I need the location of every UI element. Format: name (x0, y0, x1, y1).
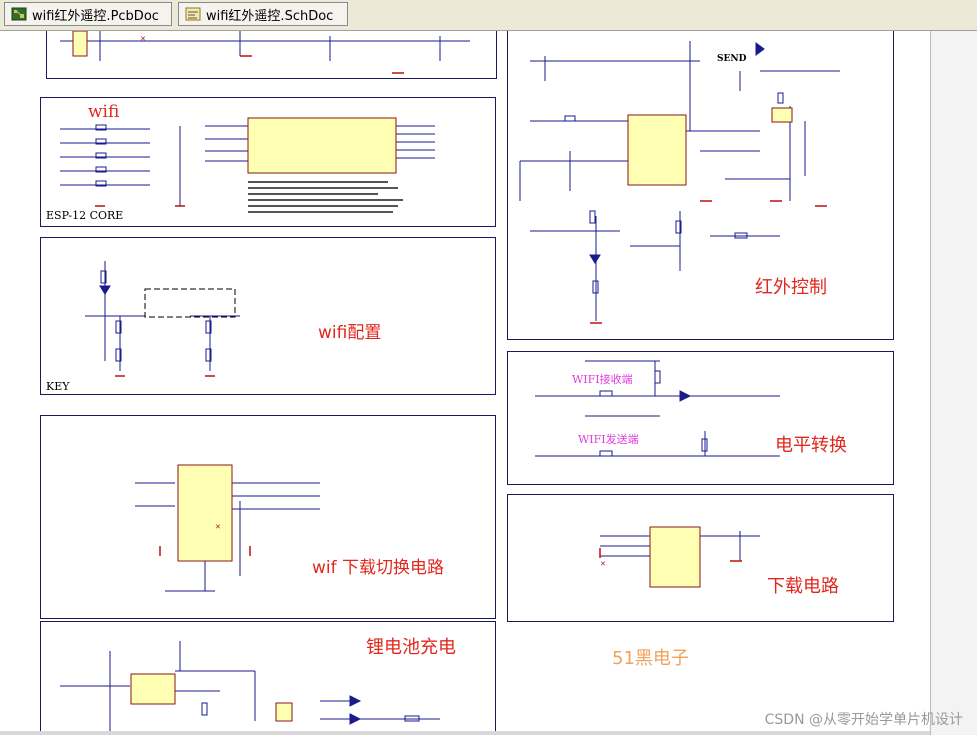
right-panel-strip (930, 31, 977, 735)
key-label: KEY (46, 380, 70, 393)
tab-sch-doc[interactable]: wifi红外遥控.SchDoc (178, 2, 348, 26)
schematic-wiring: ✕ ✕ ✕ (60, 31, 840, 731)
sheet-ir (507, 31, 894, 340)
svg-text:✕: ✕ (215, 523, 221, 531)
wifi-rx-note: WIFI接收端 (572, 373, 633, 386)
ir-sheet-title: 红外控制 (755, 277, 827, 298)
sheet-download-switch (40, 415, 496, 619)
svg-text:✕: ✕ (600, 560, 606, 568)
wifi-tx-note: WIFI发送端 (578, 433, 639, 446)
sheet-download (507, 494, 894, 622)
schematic-document-icon (185, 7, 201, 21)
sheet-power (46, 31, 497, 79)
watermark: CSDN @从零开始学单片机设计 (764, 712, 963, 728)
key-sheet-title: wifi配置 (318, 323, 382, 343)
esp12-module-body (247, 117, 397, 174)
battery-connector-body (275, 702, 293, 722)
sheet-wifi (40, 97, 496, 227)
charger-ic-body (130, 673, 176, 705)
power-connector-body (72, 31, 88, 57)
tab-sch-label: wifi红外遥控.SchDoc (206, 8, 334, 24)
ir-receiver-body (771, 107, 793, 123)
brand-label: 51黑电子 (612, 648, 689, 669)
sheet-level-shift (507, 351, 894, 485)
sheet-key (40, 237, 496, 395)
switch-ic-body (177, 464, 233, 562)
tab-pcb-label: wifi红外遥控.PcbDoc (32, 8, 159, 24)
download-sheet-title: 下载电路 (767, 576, 839, 597)
esp12-core-label: ESP-12 CORE (46, 209, 124, 222)
ir-mcu-body (627, 114, 687, 186)
level-sheet-title: 电平转换 (775, 435, 847, 456)
document-tab-bar: wifi红外遥控.PcbDoc wifi红外遥控.SchDoc (0, 0, 977, 31)
wifi-sheet-title: wifi (88, 102, 120, 122)
pcb-document-icon (11, 7, 27, 21)
switch-sheet-title: wif 下载切换电路 (312, 558, 445, 578)
svg-text:✕: ✕ (140, 35, 146, 43)
horizontal-scrollbar[interactable] (0, 731, 930, 735)
download-ic-body (649, 526, 701, 588)
send-label: SEND (717, 54, 747, 64)
battery-sheet-title: 锂电池充电 (366, 637, 456, 658)
sheet-battery (40, 621, 496, 735)
schematic-canvas[interactable]: ✕ ✕ ✕ wifi ESP-12 CORE wifi配置 KEY 红外控制 S… (0, 31, 930, 735)
tab-pcb-doc[interactable]: wifi红外遥控.PcbDoc (4, 2, 172, 26)
